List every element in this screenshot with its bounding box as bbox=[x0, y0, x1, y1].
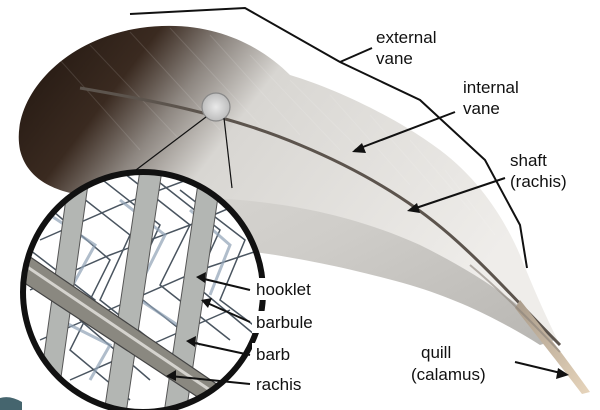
barb-label: barb bbox=[256, 345, 290, 364]
shaft-label-line2: (rachis) bbox=[510, 172, 567, 191]
external-vane-label-line2: vane bbox=[376, 49, 413, 68]
corner-decoration bbox=[0, 397, 22, 410]
shaft-label-line1: shaft bbox=[510, 151, 547, 170]
internal-vane-label-line1: internal bbox=[463, 78, 519, 97]
quill bbox=[515, 300, 590, 394]
quill-label-line2: (calamus) bbox=[411, 365, 486, 384]
hooklet-label: hooklet bbox=[256, 280, 311, 299]
barbule-label: barbule bbox=[256, 313, 313, 332]
quill-label-line1: quill bbox=[421, 343, 451, 362]
external-vane-label-line1: external bbox=[376, 28, 436, 47]
magnified-spot bbox=[202, 93, 230, 121]
rachis-label: rachis bbox=[256, 375, 301, 394]
external-vane-leader bbox=[340, 48, 372, 62]
internal-vane-label-line2: vane bbox=[463, 99, 500, 118]
